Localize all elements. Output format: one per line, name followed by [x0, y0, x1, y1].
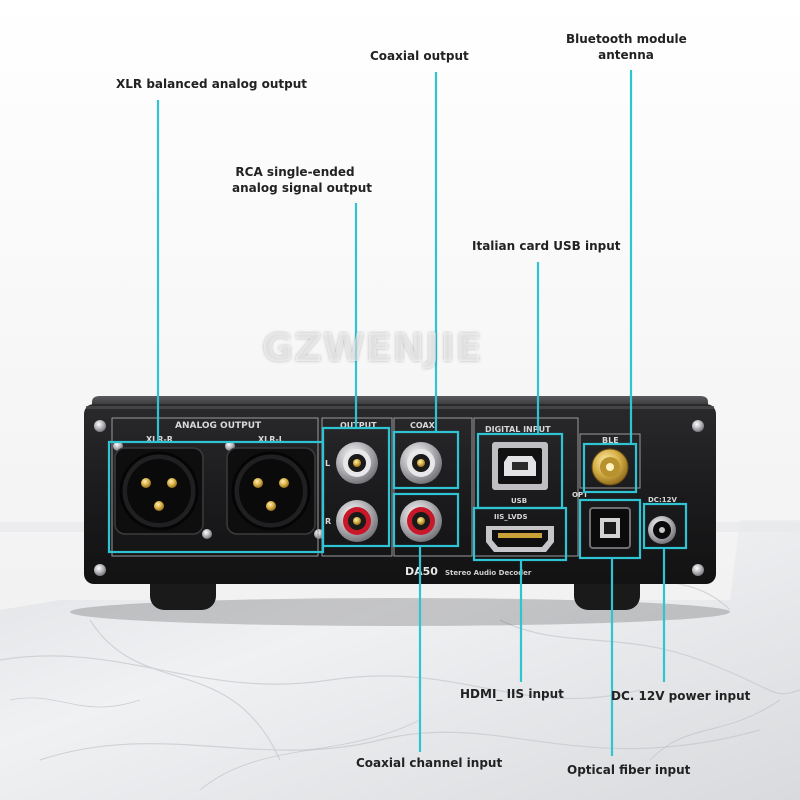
panel-label-xlr-r: XLR-R [146, 435, 173, 444]
panel-label-iis-lvds: IIS_LVDS [494, 513, 528, 521]
callout-hdmi-label: HDMI_ IIS input [460, 687, 564, 701]
panel-label-ble: BLE [602, 436, 619, 445]
panel-label-dc: DC:12V [648, 496, 677, 504]
highlight-coax-in [392, 492, 460, 548]
callout-coax-in-label: Coaxial channel input [356, 756, 503, 770]
panel-label-opt: OPT [572, 491, 588, 499]
callout-optical-label: Optical fiber input [567, 763, 691, 777]
panel-label-coax: COAX [410, 421, 436, 430]
device-model-label: DA50 [405, 565, 438, 578]
callout-coax-out-label: Coaxial output [370, 49, 469, 63]
panel-label-r: R [325, 517, 331, 526]
callout-bt-line1: Bluetooth module [566, 32, 687, 46]
callout-bt-line2: antenna [598, 48, 654, 62]
callout-rca-label: RCA single-ended analog signal output [232, 164, 373, 196]
panel-label-l: L [325, 459, 330, 468]
callout-rca-line1: RCA single-ended [235, 165, 355, 179]
callout-xlr-label: XLR balanced analog output [116, 77, 308, 91]
panel-label-xlr-l: XLR-L [258, 435, 284, 444]
highlight-coax-out [392, 430, 460, 490]
callout-rca-line2: analog signal output [232, 181, 373, 195]
watermark: GZWENJIE [262, 326, 483, 370]
callout-lines [156, 70, 666, 756]
device-subtitle-label: Stereo Audio Decoder [445, 569, 532, 577]
panel-label-output: OUTPUT [340, 421, 377, 430]
callout-usb-label: Italian card USB input [472, 239, 621, 253]
callout-dc-label: DC. 12V power input [611, 689, 751, 703]
panel-label-digital-input: DIGITAL INPUT [485, 425, 551, 434]
panel-label-analog-output: ANALOG OUTPUT [175, 421, 262, 431]
callout-bt-label: Bluetooth module antenna [566, 31, 687, 63]
panel-label-usb: USB [511, 497, 527, 505]
highlight-optical [578, 498, 642, 560]
highlight-bt [582, 442, 638, 494]
